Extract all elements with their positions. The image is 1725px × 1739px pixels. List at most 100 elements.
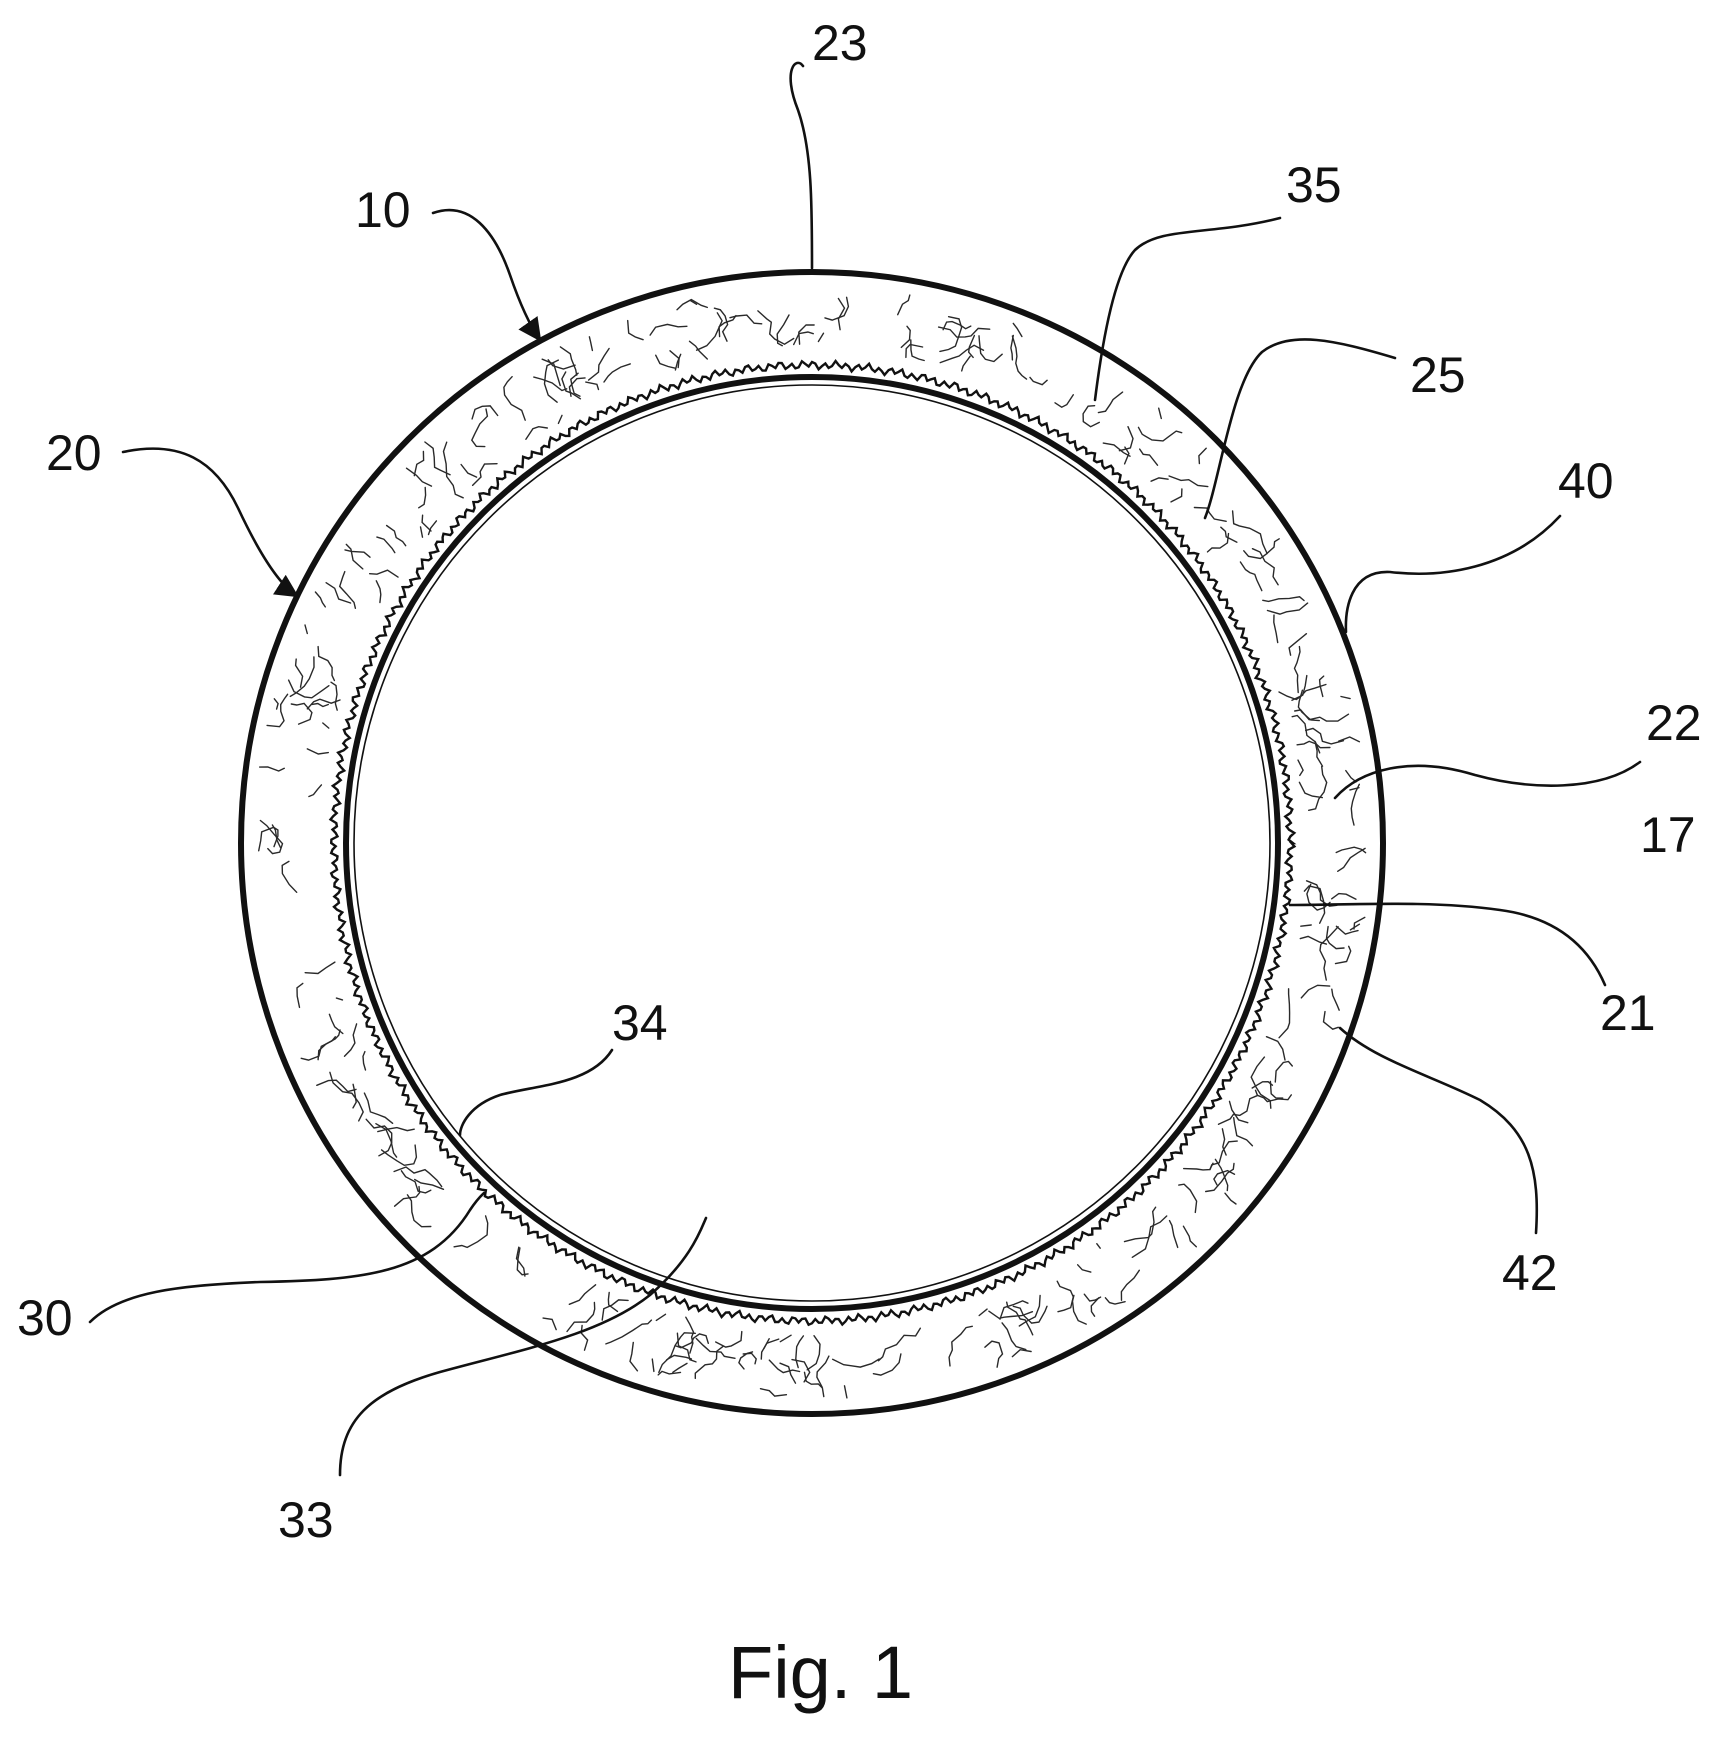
label-34: 34 bbox=[612, 995, 668, 1051]
fiber-strand bbox=[504, 377, 525, 421]
fiber-strand bbox=[305, 962, 335, 973]
fiber-strand bbox=[1057, 1281, 1073, 1312]
fiber-strand bbox=[331, 682, 337, 710]
fiber-strand bbox=[336, 998, 342, 1000]
fiber-strand bbox=[407, 1195, 430, 1227]
fiber-strand bbox=[589, 337, 592, 351]
leader-25 bbox=[1205, 339, 1395, 518]
fiber-strand bbox=[1295, 710, 1349, 721]
fiber-strand bbox=[1233, 511, 1268, 554]
fiber-strand bbox=[1289, 634, 1306, 656]
fiber-strand bbox=[1300, 936, 1326, 944]
fiber-strand bbox=[1346, 771, 1356, 782]
fiber-strand bbox=[394, 1167, 442, 1187]
fiber-strand bbox=[1132, 1216, 1166, 1257]
fiber-strand bbox=[589, 349, 610, 381]
fiber-strand bbox=[305, 625, 307, 634]
fiber-strand bbox=[318, 647, 334, 681]
fiber-strand bbox=[911, 340, 924, 361]
fiber-strand bbox=[1295, 647, 1301, 693]
fiber-strand bbox=[1199, 448, 1206, 463]
fiber-strand bbox=[296, 659, 303, 687]
fiber-strand bbox=[346, 544, 363, 569]
wavy-interface-line bbox=[331, 361, 1295, 1325]
leader-42 bbox=[1340, 1028, 1537, 1233]
fiber-strand bbox=[422, 515, 431, 531]
fiber-strand bbox=[267, 694, 288, 726]
fiber-strand bbox=[309, 785, 322, 797]
label-17: 17 bbox=[1640, 807, 1696, 863]
fiber-strand bbox=[780, 1363, 796, 1383]
fiber-strand bbox=[1121, 1270, 1139, 1300]
fiber-strand bbox=[329, 1014, 342, 1033]
fiber-strand bbox=[1219, 1096, 1258, 1125]
fiber-strand bbox=[472, 409, 488, 447]
leader-40 bbox=[1346, 516, 1560, 632]
fiber-strand bbox=[376, 581, 381, 603]
fiber-strand bbox=[1002, 1323, 1026, 1350]
label-21: 21 bbox=[1600, 985, 1656, 1041]
fiber-strand bbox=[340, 572, 356, 609]
fiber-strand bbox=[395, 1187, 420, 1207]
fiber-strand bbox=[761, 1389, 787, 1396]
fiber-strand bbox=[879, 1328, 921, 1361]
fiber-strand bbox=[1151, 478, 1168, 481]
fiber-strand bbox=[764, 1339, 769, 1349]
fiber-strand bbox=[1013, 323, 1022, 336]
fiber-strand bbox=[312, 704, 328, 707]
fiber-strand bbox=[769, 1360, 799, 1373]
fiber-strand bbox=[419, 487, 426, 507]
fiber-strand bbox=[289, 680, 329, 698]
fiber-strand bbox=[949, 1326, 972, 1366]
fiber-strand bbox=[1055, 395, 1073, 407]
fiber-strand bbox=[686, 1317, 694, 1353]
fiber-strand bbox=[307, 749, 328, 754]
fiber-strand bbox=[370, 570, 398, 577]
fiber-strand bbox=[690, 341, 708, 359]
fiber-strand bbox=[345, 1024, 357, 1056]
leader-23 bbox=[791, 63, 812, 268]
fiber-strand bbox=[1184, 1163, 1213, 1170]
fiber-strand bbox=[1332, 894, 1356, 900]
leader-33 bbox=[340, 1218, 706, 1475]
fiber-strand bbox=[1159, 408, 1162, 418]
fiber-strand bbox=[1125, 1207, 1156, 1241]
fiber-strand bbox=[818, 333, 823, 341]
fiber-strand bbox=[1301, 985, 1329, 998]
fiber-strand bbox=[606, 1320, 652, 1344]
fiber-strand bbox=[838, 299, 844, 330]
fiber-strand bbox=[282, 861, 297, 892]
fiber-strand bbox=[1270, 1082, 1282, 1099]
fiber-strand bbox=[1279, 989, 1290, 1038]
leader-10 bbox=[433, 210, 540, 340]
fiber-strand bbox=[1097, 1244, 1100, 1249]
fiber-strand bbox=[297, 983, 303, 1007]
fiber-strand bbox=[1119, 427, 1133, 451]
fiber-strand bbox=[1078, 1265, 1091, 1272]
fiber-strand bbox=[794, 332, 814, 345]
fiber-strand bbox=[560, 347, 576, 375]
fiber-strand bbox=[558, 415, 562, 423]
fiber-strand bbox=[873, 1354, 901, 1375]
fiber-strand bbox=[604, 364, 630, 382]
outer-jacket-circle bbox=[241, 272, 1383, 1414]
fiber-strand bbox=[1139, 427, 1182, 441]
fiber-strand bbox=[1268, 603, 1308, 614]
leader-21 bbox=[1290, 904, 1605, 985]
fiber-strand bbox=[1240, 562, 1261, 591]
fiber-strand bbox=[1011, 335, 1013, 360]
fiber-strand bbox=[1179, 1184, 1197, 1212]
fiber-strand bbox=[1140, 449, 1158, 465]
fiber-strand bbox=[1169, 476, 1208, 487]
fiber-strand bbox=[656, 355, 676, 368]
fiber-strand bbox=[697, 313, 723, 350]
fiber-strand bbox=[673, 1363, 687, 1372]
fiber-strand bbox=[326, 583, 351, 603]
fiber-strand bbox=[799, 325, 814, 344]
fiber-strand bbox=[906, 345, 923, 358]
fiber-strand bbox=[630, 1342, 637, 1370]
leader-35 bbox=[1095, 218, 1280, 400]
fiber-strand bbox=[323, 723, 329, 728]
fiber-strand bbox=[1267, 1037, 1286, 1060]
label-23: 23 bbox=[812, 15, 868, 71]
